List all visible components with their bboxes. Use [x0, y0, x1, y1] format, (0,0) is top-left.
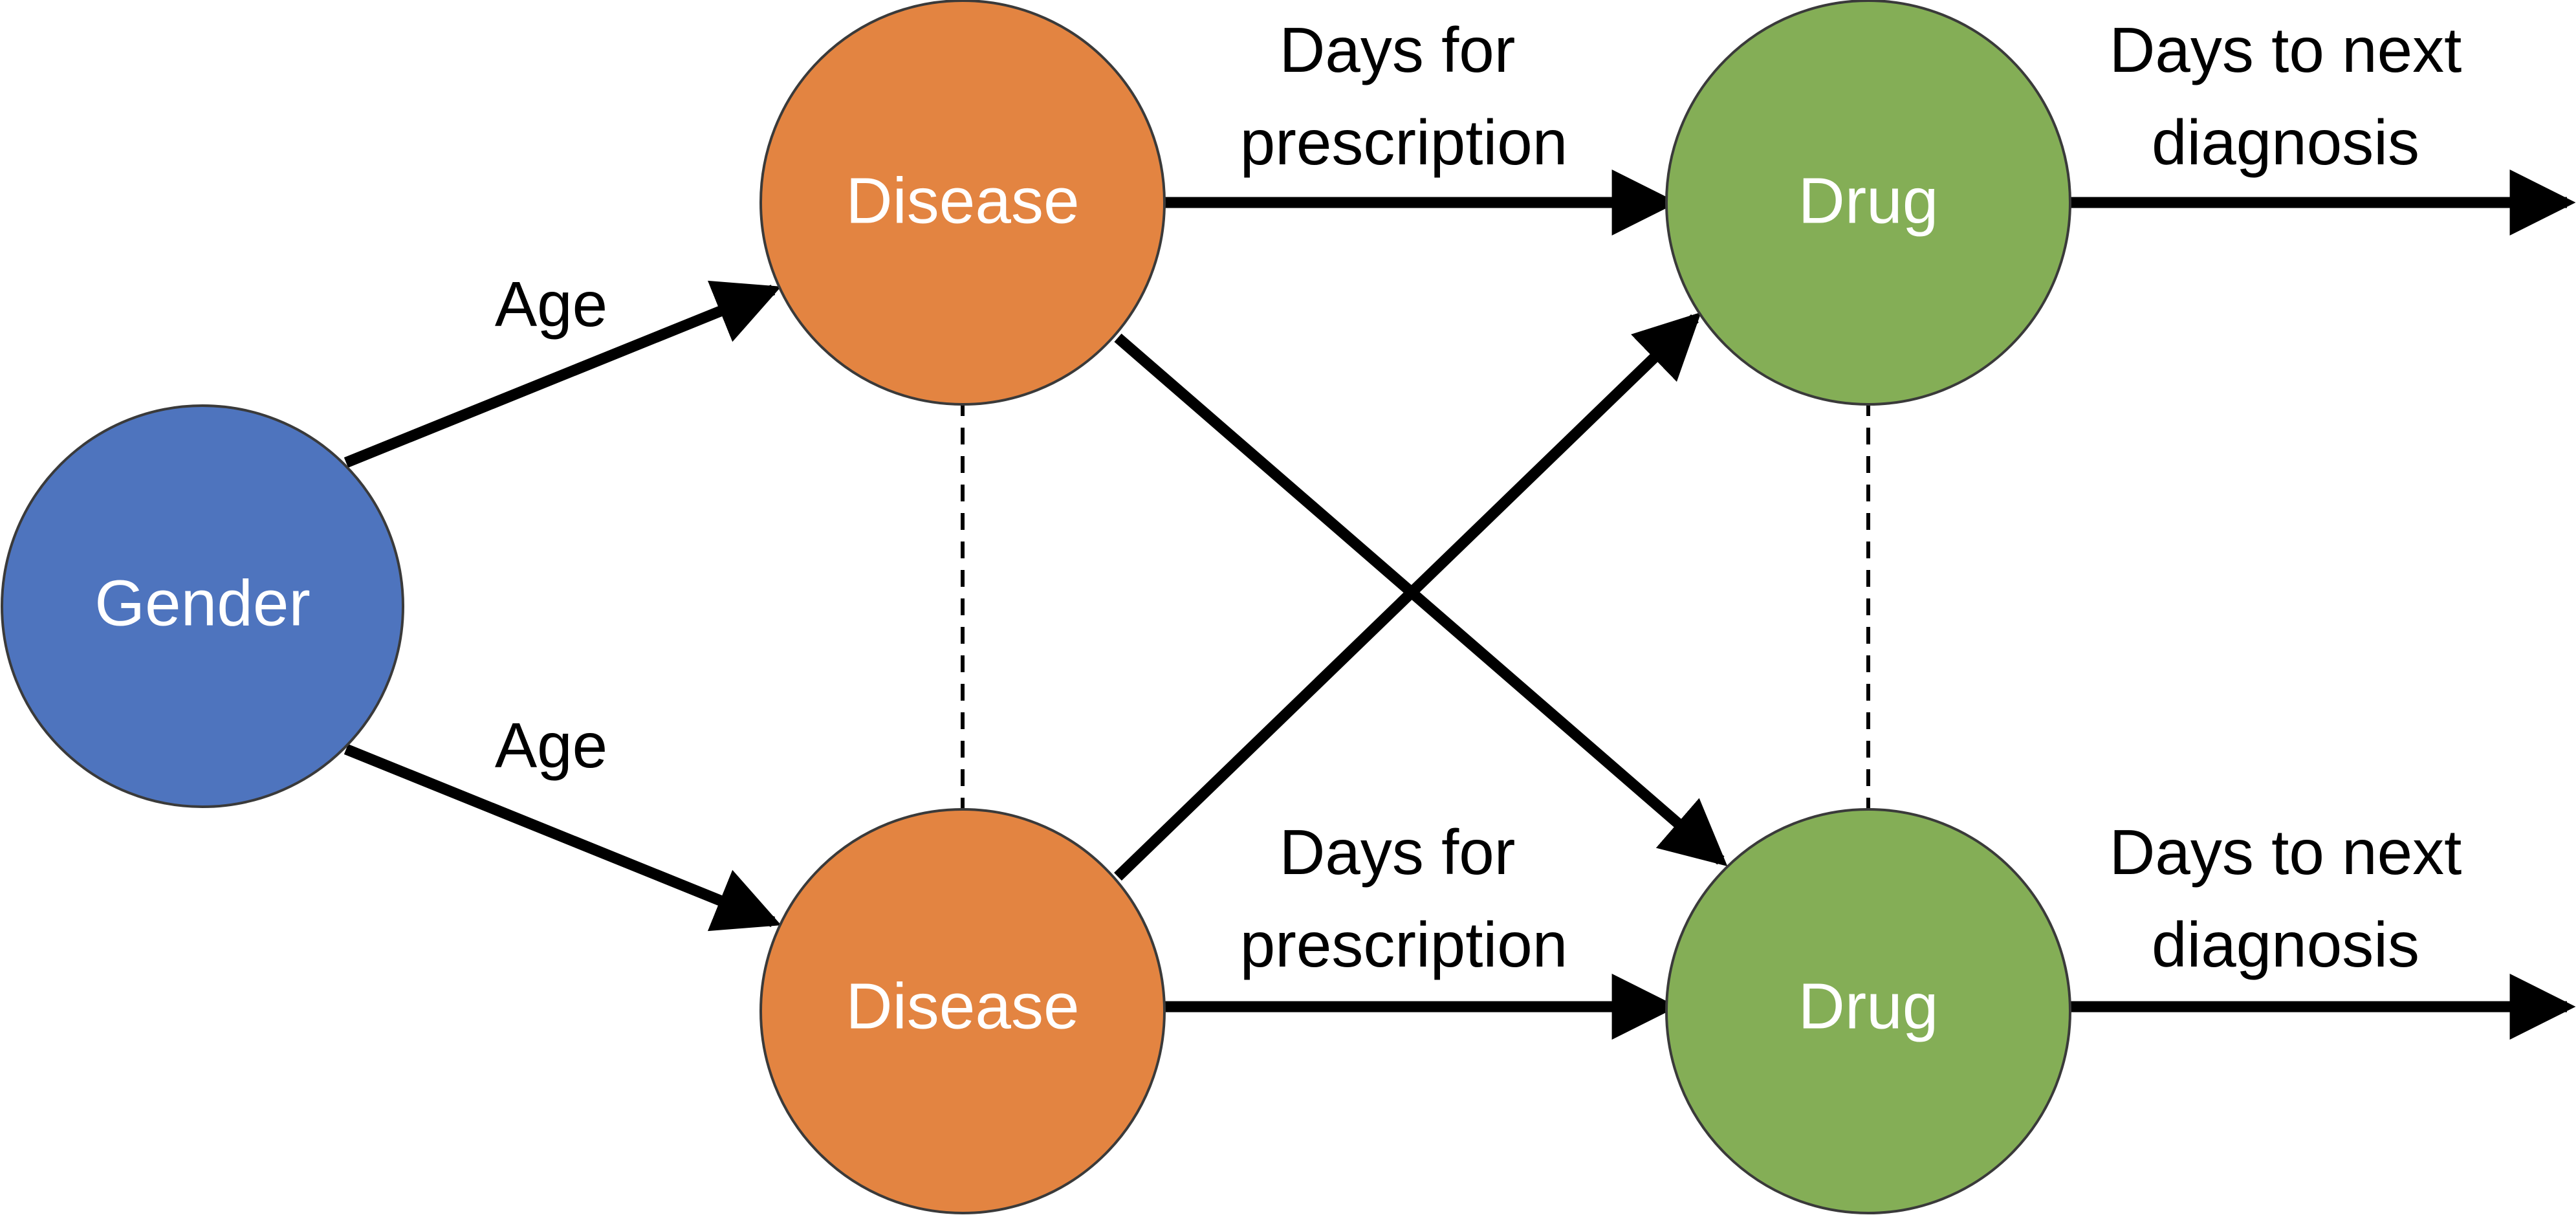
- label-days-next-top-line2: diagnosis: [2152, 107, 2419, 178]
- edge-gender-to-disease-bottom: [344, 744, 781, 932]
- node-drug-bottom-label: Drug: [1798, 970, 1939, 1042]
- node-gender-label: Gender: [94, 567, 311, 639]
- label-age-bottom: Age: [495, 710, 607, 781]
- label-days-next-top-line1: Days to next: [2110, 14, 2462, 85]
- node-drug-top-label: Drug: [1798, 164, 1939, 237]
- node-gender: Gender: [1, 404, 404, 808]
- node-drug-bottom: Drug: [1665, 808, 2071, 1214]
- label-days-prescription-bottom-line2: prescription: [1240, 909, 1568, 980]
- label-days-prescription-top-line1: Days for: [1280, 14, 1516, 85]
- node-disease-top: Disease: [759, 0, 1166, 406]
- edge-disease-bottom-to-drug-top: [1114, 312, 1701, 881]
- label-days-prescription-bottom-line1: Days for: [1280, 816, 1516, 888]
- label-age-top: Age: [495, 268, 607, 340]
- label-days-next-bottom-line2: diagnosis: [2152, 909, 2419, 980]
- edge-gender-to-disease-top: [344, 280, 781, 468]
- node-disease-top-label: Disease: [846, 164, 1079, 237]
- node-disease-bottom-label: Disease: [846, 970, 1079, 1042]
- edge-disease-top-to-drug-bottom: [1114, 333, 1728, 866]
- label-days-next-bottom-line1: Days to next: [2110, 816, 2462, 888]
- node-disease-bottom: Disease: [759, 808, 1166, 1214]
- label-days-prescription-top-line2: prescription: [1240, 107, 1568, 178]
- node-drug-top: Drug: [1665, 0, 2071, 406]
